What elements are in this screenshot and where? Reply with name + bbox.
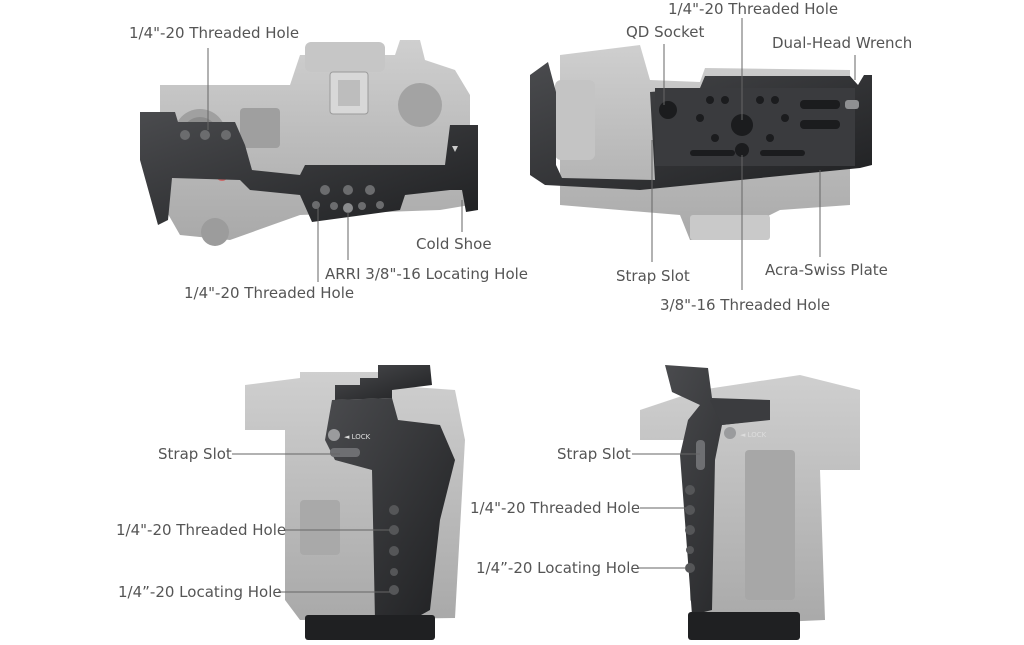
camera-top-view-illustration [140, 40, 478, 246]
label-left-threaded-hole: 1/4"-20 Threaded Hole [116, 521, 287, 539]
label-left-locating-hole: 1/4”-20 Locating Hole [118, 583, 282, 601]
label-bottom-view-threaded-hole: 1/4"-20 Threaded Hole [668, 0, 839, 18]
label-left-strap-slot: Strap Slot [158, 445, 232, 463]
label-qd-socket: QD Socket [626, 23, 705, 41]
svg-text:◄ LOCK: ◄ LOCK [344, 433, 371, 441]
label-top-threaded-hole: 1/4"-20 Threaded Hole [129, 24, 300, 42]
camera-left-side-illustration: ◄ LOCK [245, 365, 465, 640]
label-cold-shoe: Cold Shoe [416, 235, 492, 253]
camera-bottom-view-illustration [530, 45, 872, 240]
label-strap-slot-bottom-view: Strap Slot [616, 267, 690, 285]
label-threaded-hole-38: 3/8"-16 Threaded Hole [660, 296, 831, 314]
label-acra-swiss-plate: Acra-Swiss Plate [765, 261, 888, 279]
label-arri-locating-hole: ARRI 3/8"-16 Locating Hole [325, 265, 529, 283]
label-right-threaded-hole: 1/4"-20 Threaded Hole [470, 499, 641, 517]
svg-text:◄ LOCK: ◄ LOCK [740, 431, 767, 439]
label-dual-head-wrench: Dual-Head Wrench [772, 34, 913, 52]
label-bottom-threaded-hole: 1/4"-20 Threaded Hole [184, 284, 355, 302]
leader-lines [207, 18, 856, 593]
camera-right-side-illustration: ◄ LOCK [640, 365, 860, 640]
label-right-locating-hole: 1/4”-20 Locating Hole [476, 559, 640, 577]
label-right-strap-slot: Strap Slot [557, 445, 631, 463]
